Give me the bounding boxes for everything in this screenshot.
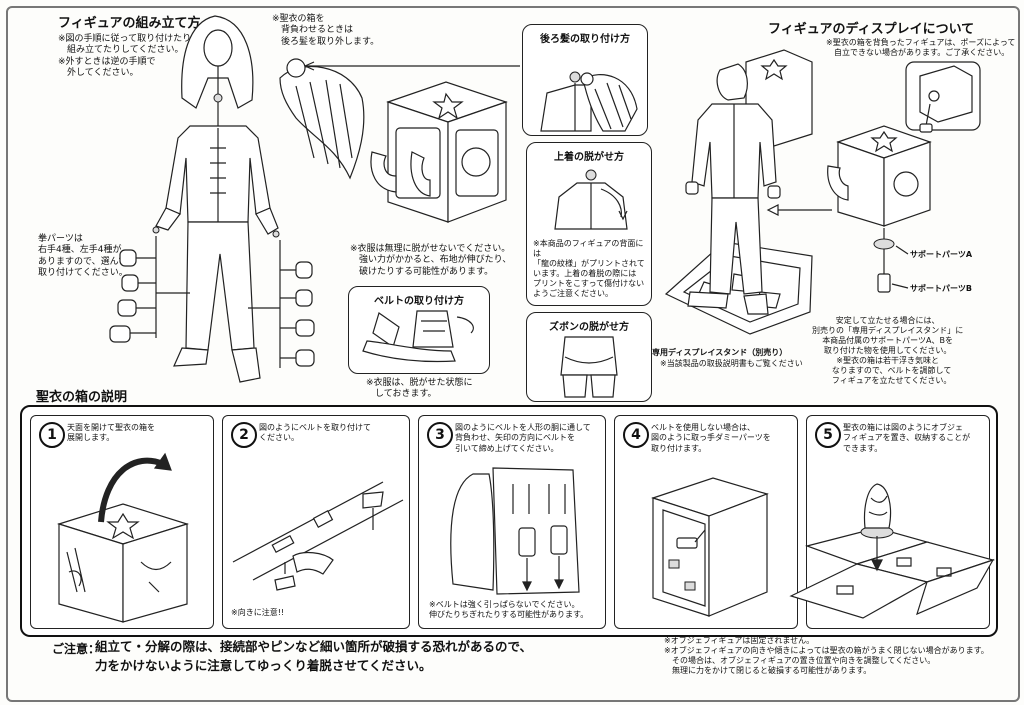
hands-note: 拳パーツは 右手4種、左手4種が ありますので、選んで 取り付けてください。 xyxy=(38,234,128,278)
step-2-note: ※向きに注意!! xyxy=(231,608,285,617)
display-arrow xyxy=(766,204,832,216)
bottom-note: ※オブジェフィギュアは固定されません。 ※オブジェフィギュアの向きや傾きによって… xyxy=(664,636,989,675)
assembly-note: ※図の手順に従って取り付けたり、 組み立てたりしてください。 ※外すときは逆の手… xyxy=(58,34,200,78)
step-4: 4 ベルトを使用しない場合は、 図のように取っ手ダミーパーツを 取り付けます。 xyxy=(614,415,798,629)
step-3-text: 図のようにベルトを人形の胴に通して 背負わせ、矢印の方向にベルトを 引いて締め上… xyxy=(455,423,591,453)
step-1-art xyxy=(56,452,190,623)
support-b-label: サポートパーツB xyxy=(910,284,972,293)
stand-text: 安定して立たせる場合には、 別売りの「専用ディスプレイスタンド」に 本商品付属の… xyxy=(812,316,964,385)
sheet-border xyxy=(6,6,1020,702)
step-5-text: 聖衣の箱には図のようにオブジェ フィギュアを置き、収納することが できます。 xyxy=(843,423,971,453)
display-title: フィギュアのディスプレイについて xyxy=(768,22,975,37)
step-2-number: 2 xyxy=(231,422,257,448)
step-5: 5 聖衣の箱には図のようにオブジェ フィギュアを置き、収納することが できます。 xyxy=(789,415,996,629)
jacket-callout-art xyxy=(554,169,628,230)
jacket-callout-title: 上着の脱がせ方 xyxy=(554,152,624,163)
step-5-art xyxy=(789,483,996,619)
step-5-number: 5 xyxy=(815,422,841,448)
hair-callout: 後ろ髪の取り付け方 xyxy=(522,24,648,136)
step-4-number: 4 xyxy=(623,422,649,448)
step-3: 3 図のようにベルトを人形の胴に通して 背負わせ、矢印の方向にベルトを 引いて締… xyxy=(418,415,606,629)
caution-text: 組立て・分解の際は、接続部やピンなど細い箇所が破損する恐れがあるので、 力をかけ… xyxy=(95,639,533,673)
box-hint-note: ※聖衣の箱を 背負わせるときは 後ろ髪を取り外します。 xyxy=(272,14,380,47)
belt-callout-art xyxy=(362,310,474,363)
pants-callout-title: ズボンの脱がせ方 xyxy=(549,322,629,333)
step-3-number: 3 xyxy=(427,422,453,448)
stand-note: ※当該製品の取扱説明書もご覧ください xyxy=(660,359,803,368)
assembly-title: フィギュアの組み立て方 xyxy=(58,16,201,31)
section-title: 聖衣の箱の説明 xyxy=(36,390,128,405)
step-4-text: ベルトを使用しない場合は、 図のように取っ手ダミーパーツを 取り付けます。 xyxy=(651,423,771,453)
steps-panel: 1 天面を開けて聖衣の箱を 展開します。 2 図のようにベルトを取り付けて くだ… xyxy=(20,405,998,637)
hair-callout-art xyxy=(540,71,638,132)
clothes-note: ※衣服は無理に脱がせないでください。 強い力がかかると、布地が伸びたり、 破けた… xyxy=(350,244,512,277)
jacket-callout: 上着の脱がせ方 ※本商品のフィギュアの背面には 「龍の紋様」がプリントされて い… xyxy=(526,142,652,306)
step-4-art xyxy=(651,477,769,617)
cloth-box-illustration xyxy=(370,81,508,223)
belt-callout: ベルトの取り付け方 xyxy=(348,286,490,374)
step-1: 1 天面を開けて聖衣の箱を 展開します。 xyxy=(30,415,214,629)
step-3-note: ※ベルトは強く引っぱらないでください。 伸びたりちぎれたりする可能性があります。 xyxy=(429,600,589,620)
jacket-callout-note: ※本商品のフィギュアの背面には 「龍の紋様」がプリントされて います。上着の着脱… xyxy=(533,239,645,298)
hair-callout-title: 後ろ髪の取り付け方 xyxy=(540,34,630,45)
step-1-number: 1 xyxy=(39,422,65,448)
caution-label: ご注意： xyxy=(52,642,101,656)
step-2: 2 図のようにベルトを取り付けて ください。 ※向きに注意!! xyxy=(222,415,410,629)
support-a-label: サポートパーツA xyxy=(910,250,973,259)
belt-note: ※衣服は、脱がせた状態に しておきます。 xyxy=(366,378,473,400)
pants-callout-art xyxy=(560,336,618,398)
display-note: ※聖衣の箱を背負ったフィギュアは、ポーズによって 自立できない場合があります。ご… xyxy=(826,38,1016,57)
pants-callout: ズボンの脱がせ方 xyxy=(526,312,652,402)
step-3-art xyxy=(450,467,580,595)
support-box-illustration xyxy=(827,61,981,293)
figure-illustration xyxy=(109,15,520,383)
stand-label: 専用ディスプレイスタンド（別売り） xyxy=(652,348,788,357)
step-2-text: 図のようにベルトを取り付けて ください。 xyxy=(259,423,371,443)
stand-figure-illustration xyxy=(664,49,813,335)
belt-callout-title: ベルトの取り付け方 xyxy=(374,296,464,307)
step-1-text: 天面を開けて聖衣の箱を 展開します。 xyxy=(67,423,155,443)
step-2-art xyxy=(232,481,404,591)
